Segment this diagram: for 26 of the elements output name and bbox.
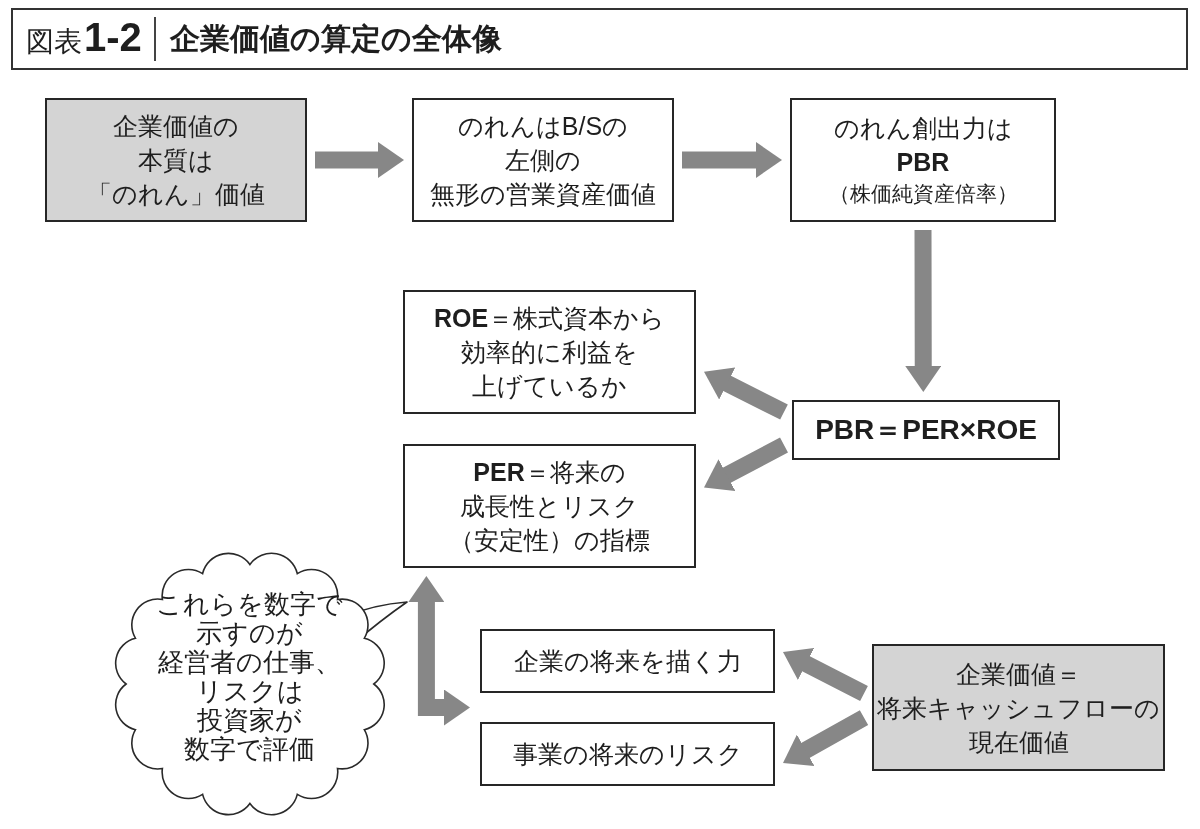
process-box	[480, 629, 775, 693]
definition-box	[403, 444, 696, 568]
node-label: 企業の将来を描く力	[513, 646, 742, 677]
arrow	[905, 229, 942, 393]
node-label: のれん創出力はPBR	[833, 113, 1013, 178]
concept-box	[45, 98, 307, 222]
node-label: 事業の将来のリスク	[512, 739, 743, 770]
node-label: 企業価値＝将来キャッシュフローの現在価値	[877, 658, 1160, 758]
process-box	[412, 98, 674, 222]
subtitle-label: （株価純資産倍率）	[828, 181, 1018, 207]
node-label: のれんはB/Sの左側の無形の営業資産価値	[430, 111, 656, 210]
formula-box	[792, 400, 1060, 460]
node-label: 企業価値の本質は「のれん」価値	[87, 111, 265, 210]
arrow	[315, 142, 404, 178]
node-label: ROE＝株式資本から効率的に利益を上げているか	[433, 303, 666, 402]
process-box	[790, 98, 1056, 222]
double-headed-arrow	[408, 576, 470, 726]
figure-number: 図表1-2	[26, 16, 142, 61]
process-box	[480, 722, 775, 786]
definition-box	[403, 290, 696, 414]
cloud-text: これらを数字で示すのが経営者の仕事、リスクは投資家が数字で評価	[156, 590, 344, 764]
arrow	[682, 142, 782, 178]
title-text: 企業価値の算定の全体像	[169, 21, 502, 57]
formula-text: PBR＝PER×ROE	[815, 413, 1037, 447]
concept-box	[872, 644, 1165, 771]
node-label: PER＝将来の成長性とリスク（安定性）の指標	[449, 457, 650, 556]
